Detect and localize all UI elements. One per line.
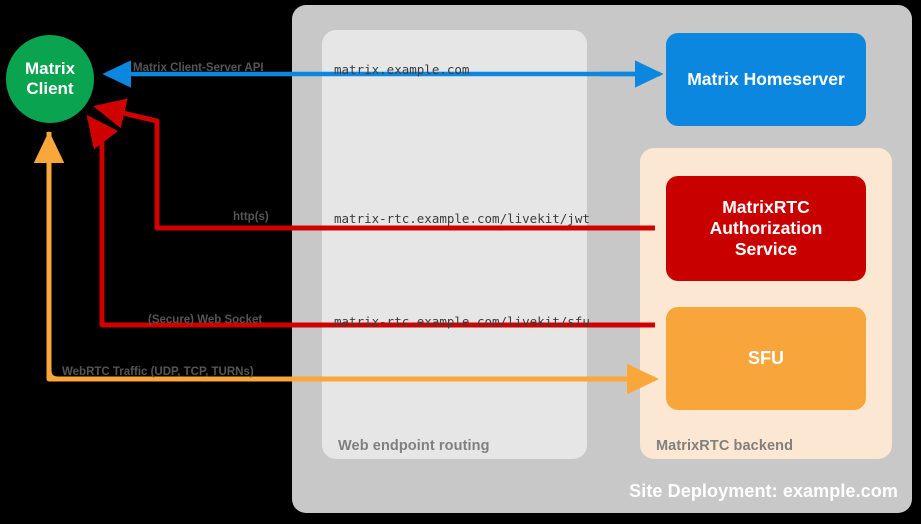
auth-label-line3: Service: [734, 239, 798, 259]
edge-label-matrix-client-server-api: Matrix Client-Server API: [133, 62, 264, 74]
node-sfu-label: SFU: [748, 347, 784, 368]
node-auth-service-label: MatrixRTC Authorization Service: [710, 197, 823, 260]
endpoint-label-matrix-example-com: matrix.example.com: [334, 62, 470, 77]
auth-label-line1: MatrixRTC: [722, 197, 810, 217]
node-matrix-client-label: Matrix Client: [25, 59, 75, 99]
endpoint-label-livekit-sfu: matrix-rtc.example.com/livekit/sfu: [334, 314, 590, 329]
endpoint-label-livekit-jwt: matrix-rtc.example.com/livekit/jwt: [334, 211, 590, 226]
client-label-line2: Client: [26, 79, 74, 98]
caption-site-deployment: Site Deployment: example.com: [629, 481, 898, 501]
node-matrix-homeserver[interactable]: Matrix Homeserver: [666, 33, 866, 126]
auth-label-line2: Authorization: [709, 218, 823, 238]
edge-label-https: http(s): [233, 211, 269, 223]
caption-web-endpoint-routing: Web endpoint routing: [338, 438, 490, 454]
panel-web-endpoint-routing: [322, 30, 587, 459]
node-sfu[interactable]: SFU: [666, 307, 866, 410]
client-label-line1: Matrix: [24, 58, 76, 78]
edge-label-webrtc-traffic: WebRTC Traffic (UDP, TCP, TURNs): [62, 366, 254, 378]
node-matrix-client[interactable]: Matrix Client: [6, 35, 94, 123]
edge-label-secure-websocket: (Secure) Web Socket: [148, 314, 263, 326]
node-matrixrtc-authorization-service[interactable]: MatrixRTC Authorization Service: [666, 176, 866, 281]
node-matrix-homeserver-label: Matrix Homeserver: [687, 69, 845, 89]
caption-matrixrtc-backend: MatrixRTC backend: [656, 438, 794, 454]
